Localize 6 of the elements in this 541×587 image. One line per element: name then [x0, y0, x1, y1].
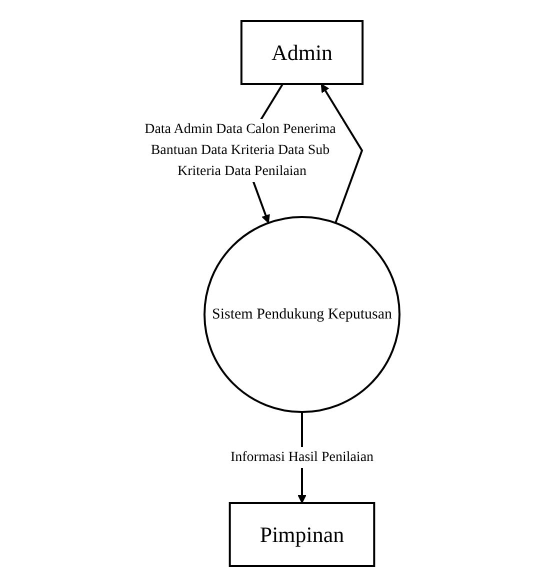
node-box: Admin [240, 20, 364, 85]
node-circle: Sistem Pendukung Keputusan [203, 216, 400, 413]
arrow [320, 84, 363, 224]
edge-label: Informasi Hasil Penilaian [230, 450, 374, 465]
edge-label: Data Admin Data Calon Penerima Bantuan Data Kriteria Data Sub Kriteria Data Penilaian [144, 122, 336, 179]
node-box: Pimpinan [228, 502, 375, 567]
